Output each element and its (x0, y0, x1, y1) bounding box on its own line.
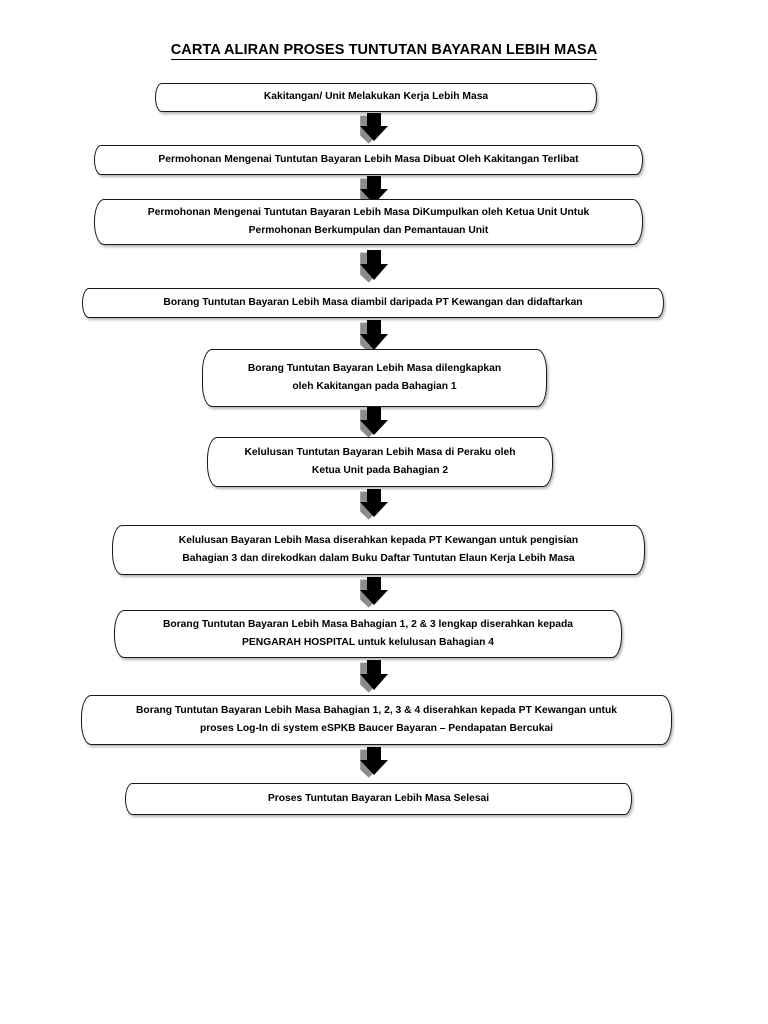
node-3-line2: Permohonan Berkumpulan dan Pemantauan Un… (248, 225, 489, 236)
node-10-line1: Proses Tuntutan Bayaran Lebih Masa Seles… (267, 792, 490, 804)
node-9-line1: Borang Tuntutan Bayaran Lebih Masa Bahag… (135, 704, 618, 716)
node-4-line1: Borang Tuntutan Bayaran Lebih Masa diamb… (163, 296, 583, 308)
node-5-line1: Borang Tuntutan Bayaran Lebih Masa dilen… (247, 362, 502, 374)
node-6-text: Kelulusan Tuntutan Bayaran Lebih Masa di… (218, 444, 542, 480)
process-box-kakitangan-kerja-lebih-masa[interactable]: Kakitangan/ Unit Melakukan Kerja Lebih M… (155, 83, 597, 112)
process-box-borang-dilengkapkan-bahagian-1[interactable]: Borang Tuntutan Bayaran Lebih Masa dilen… (202, 349, 547, 407)
process-box-kelulusan-pt-kewangan-bahagian-3[interactable]: Kelulusan Bayaran Lebih Masa diserahkan … (112, 525, 645, 575)
down-arrow-icon (357, 489, 391, 521)
node-6-line1: Kelulusan Tuntutan Bayaran Lebih Masa di… (244, 446, 516, 458)
process-box-permohonan-dibuat[interactable]: Permohonan Mengenai Tuntutan Bayaran Leb… (94, 145, 643, 175)
node-3-line1: Permohonan Mengenai Tuntutan Bayaran Leb… (147, 206, 590, 218)
down-arrow-icon (357, 320, 391, 354)
node-5-text: Borang Tuntutan Bayaran Lebih Masa dilen… (213, 360, 536, 396)
node-3-text: Permohonan Mengenai Tuntutan Bayaran Leb… (105, 204, 632, 240)
down-arrow-icon (357, 577, 391, 609)
process-box-kelulusan-diperaku-bahagian-2[interactable]: Kelulusan Tuntutan Bayaran Lebih Masa di… (207, 437, 553, 487)
process-box-pengarah-hospital-bahagian-4[interactable]: Borang Tuntutan Bayaran Lebih Masa Bahag… (114, 610, 622, 658)
down-arrow-icon (357, 747, 391, 779)
process-box-permohonan-dikumpulkan[interactable]: Permohonan Mengenai Tuntutan Bayaran Leb… (94, 199, 643, 245)
node-8-text: Borang Tuntutan Bayaran Lebih Masa Bahag… (125, 616, 611, 652)
process-box-borang-diambil-pt-kewangan[interactable]: Borang Tuntutan Bayaran Lebih Masa diamb… (82, 288, 664, 318)
node-9-line2: proses Log-In di system eSPKB Baucer Bay… (199, 723, 554, 734)
node-9-text: Borang Tuntutan Bayaran Lebih Masa Bahag… (92, 702, 661, 738)
process-box-proses-selesai[interactable]: Proses Tuntutan Bayaran Lebih Masa Seles… (125, 783, 632, 815)
node-7-line1: Kelulusan Bayaran Lebih Masa diserahkan … (178, 534, 579, 546)
node-1-line1: Kakitangan/ Unit Melakukan Kerja Lebih M… (263, 91, 489, 103)
process-box-espkb-log-in[interactable]: Borang Tuntutan Bayaran Lebih Masa Bahag… (81, 695, 672, 745)
node-8-line1: Borang Tuntutan Bayaran Lebih Masa Bahag… (162, 618, 574, 630)
node-8-line2: PENGARAH HOSPITAL untuk kelulusan Bahagi… (242, 637, 494, 648)
node-7-text: Kelulusan Bayaran Lebih Masa diserahkan … (123, 532, 634, 568)
down-arrow-icon (357, 113, 391, 145)
down-arrow-icon (357, 660, 391, 694)
node-6-line2: Ketua Unit pada Bahagian 2 (311, 465, 449, 476)
node-5-line2: oleh Kakitangan pada Bahagian 1 (292, 381, 457, 392)
down-arrow-icon (357, 250, 391, 284)
node-2-line1: Permohonan Mengenai Tuntutan Bayaran Leb… (158, 153, 579, 165)
page-title-text: CARTA ALIRAN PROSES TUNTUTAN BAYARAN LEB… (170, 42, 598, 60)
down-arrow-icon (357, 407, 391, 439)
page-title: CARTA ALIRAN PROSES TUNTUTAN BAYARAN LEB… (0, 42, 768, 60)
node-7-line2: Bahagian 3 dan direkodkan dalam Buku Daf… (182, 553, 575, 564)
